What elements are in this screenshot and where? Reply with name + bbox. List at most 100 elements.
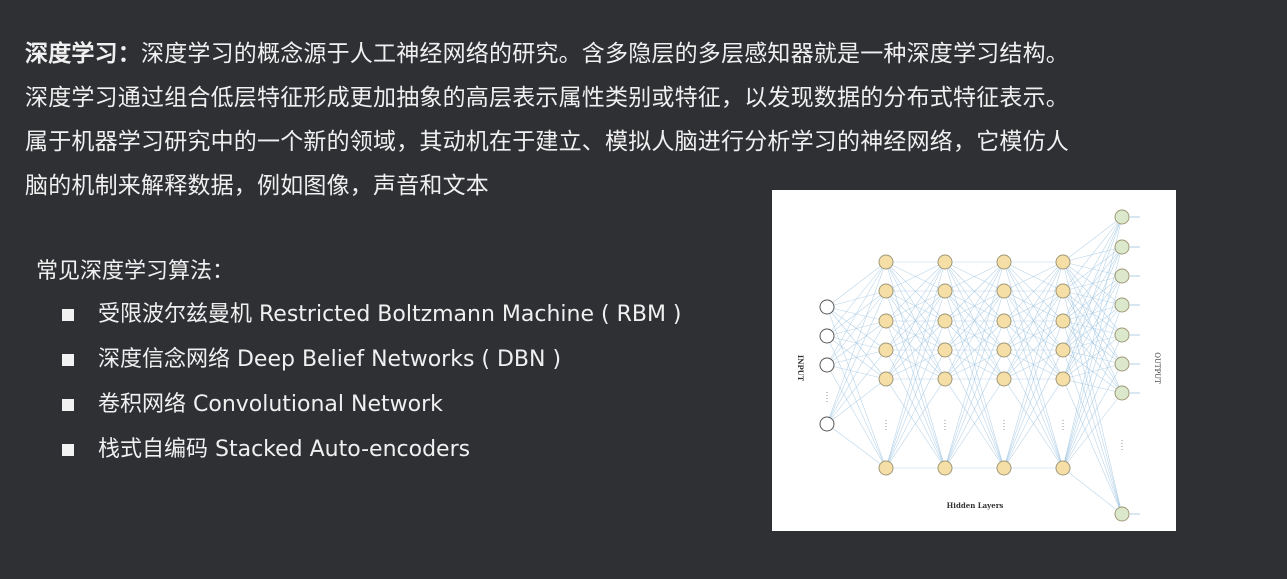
- connection-edge: [1062, 261, 1123, 515]
- intro-paragraph: 深度学习：深度学习的概念源于人工神经网络的研究。含多隐层的多层感知器就是一种深度…: [25, 32, 1225, 208]
- connection-edge: [944, 261, 1005, 469]
- square-bullet-icon: [62, 398, 74, 411]
- connection-edge: [826, 290, 887, 366]
- connection-edge: [1062, 320, 1123, 515]
- hidden-node: [996, 342, 1012, 358]
- hidden-node: [1055, 254, 1071, 270]
- hidden-node: [1055, 313, 1071, 329]
- connection-edge: [944, 290, 1005, 380]
- hidden-node: [996, 283, 1012, 299]
- connection-edge: [885, 349, 946, 469]
- hidden-node: [878, 371, 894, 387]
- connection-edge: [1062, 334, 1123, 469]
- connection-edge: [1062, 392, 1123, 469]
- connection-edge: [1062, 349, 1123, 515]
- algorithms-title: 常见深度学习算法：: [36, 259, 235, 284]
- connection-edge: [826, 261, 887, 366]
- algorithm-label: 受限波尔兹曼机 Restricted Boltzmann Machine ( R…: [98, 302, 682, 327]
- hidden-node: [937, 371, 953, 387]
- list-item: 深度信念网络 Deep Belief Networks ( DBN ): [62, 337, 682, 382]
- input-node: [819, 299, 835, 315]
- connection-edge: [1062, 246, 1123, 469]
- output-node: [1114, 506, 1130, 522]
- connection-edge: [826, 320, 887, 337]
- output-node: [1114, 209, 1130, 225]
- connection-edge: [885, 261, 946, 380]
- connection-edge: [944, 320, 1005, 469]
- intro-line-3: 属于机器学习研究中的一个新的领域，其动机在于建立、模拟人脑进行分析学习的神经网络…: [25, 129, 1069, 155]
- connection-edge: [885, 261, 946, 322]
- hidden-node: [937, 283, 953, 299]
- hidden-node: [937, 342, 953, 358]
- connection-edge: [1003, 261, 1064, 351]
- list-item: 卷积网络 Convolutional Network: [62, 382, 682, 427]
- hidden-node: [937, 460, 953, 476]
- algorithm-label: 卷积网络 Convolutional Network: [98, 392, 443, 417]
- connection-edge: [1003, 261, 1064, 380]
- intro-line-1: 深度学习：深度学习的概念源于人工神经网络的研究。含多隐层的多层感知器就是一种深度…: [25, 32, 1225, 76]
- hidden-node: [996, 254, 1012, 270]
- connection-edge: [1003, 378, 1064, 469]
- connection-edge: [826, 335, 887, 469]
- connection-edge: [826, 423, 887, 469]
- square-bullet-icon: [62, 353, 74, 366]
- connection-edge: [826, 349, 887, 425]
- connection-edge: [1003, 290, 1064, 469]
- connection-edge: [1062, 275, 1123, 469]
- connection-edge: [944, 261, 1005, 322]
- connection-edge: [1062, 216, 1123, 292]
- hidden-node: [937, 313, 953, 329]
- connection-edge: [885, 378, 946, 469]
- square-bullet-icon: [62, 308, 74, 321]
- connection-edge: [1062, 467, 1123, 515]
- connection-edge: [885, 290, 946, 380]
- connection-edge: [826, 320, 887, 425]
- connection-edge: [1003, 261, 1064, 292]
- connection-edge: [885, 261, 946, 351]
- intro-line-2: 深度学习通过组合低层特征形成更加抽象的高层表示属性类别或特征，以发现数据的分布式…: [25, 85, 1069, 111]
- neural-network-diagram: INPUT OUTPUT Hidden Layers: [772, 190, 1176, 531]
- output-node: [1114, 239, 1130, 255]
- connection-edge: [1062, 216, 1123, 263]
- connection-edge: [1003, 290, 1064, 380]
- connection-edge: [1062, 363, 1123, 469]
- connection-edge: [826, 290, 887, 425]
- algorithm-list: 受限波尔兹曼机 Restricted Boltzmann Machine ( R…: [62, 292, 682, 472]
- output-node: [1114, 385, 1130, 401]
- hidden-node: [878, 313, 894, 329]
- hidden-node: [1055, 283, 1071, 299]
- connection-edge: [944, 261, 1005, 380]
- hidden-node: [1055, 342, 1071, 358]
- connection-edge: [885, 261, 946, 469]
- connection-edge: [826, 378, 887, 425]
- connection-edge: [826, 261, 887, 308]
- input-label: INPUT: [796, 355, 805, 382]
- connection-edge: [885, 320, 946, 380]
- connection-edge: [1062, 304, 1123, 469]
- input-node: [819, 357, 835, 373]
- connection-edge: [1062, 216, 1123, 351]
- list-item: 栈式自编码 Stacked Auto-encoders: [62, 427, 682, 472]
- connection-edge: [826, 306, 887, 469]
- connection-edge: [1062, 246, 1123, 263]
- edges-group: [826, 216, 1123, 515]
- connection-edge: [885, 290, 946, 469]
- hidden-node: [878, 283, 894, 299]
- connection-edge: [1003, 320, 1064, 380]
- connection-edge: [1003, 320, 1064, 469]
- hidden-node: [996, 460, 1012, 476]
- hidden-node: [937, 254, 953, 270]
- hidden-layers-label: Hidden Layers: [947, 501, 1004, 510]
- connection-edge: [944, 261, 1005, 351]
- output-node: [1114, 268, 1130, 284]
- algorithm-label: 深度信念网络 Deep Belief Networks ( DBN ): [98, 347, 562, 372]
- algorithm-label: 栈式自编码 Stacked Auto-encoders: [98, 437, 471, 462]
- connection-edge: [1062, 216, 1123, 469]
- connection-edge: [944, 261, 1005, 292]
- square-bullet-icon: [62, 443, 74, 456]
- input-node: [819, 328, 835, 344]
- connection-edge: [1003, 261, 1064, 469]
- output-label: OUTPUT: [1153, 352, 1161, 384]
- intro-line-4: 脑的机制来解释数据，例如图像，声音和文本: [25, 173, 489, 199]
- hidden-node: [1055, 460, 1071, 476]
